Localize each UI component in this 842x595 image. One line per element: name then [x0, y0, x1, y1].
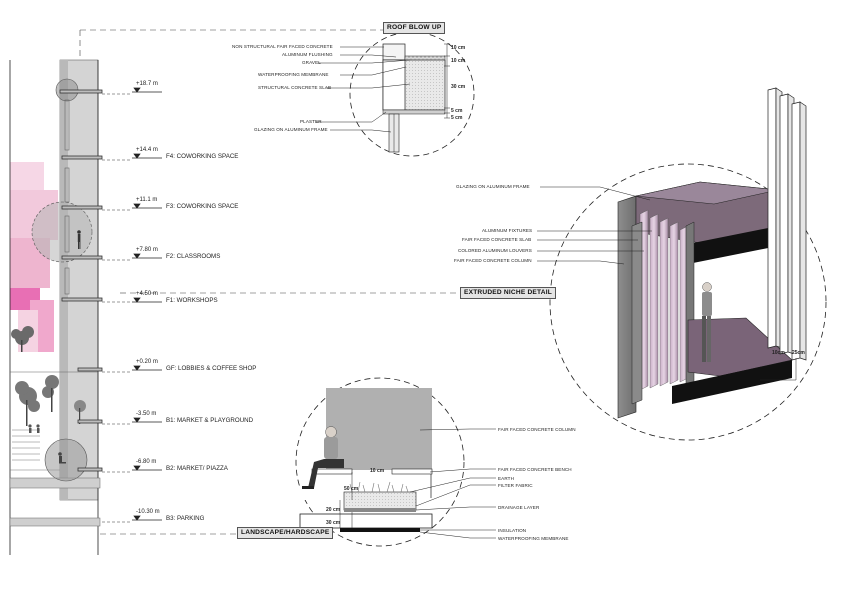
side-column	[631, 221, 643, 405]
landscape-dim: 50 cm	[344, 486, 359, 492]
roof-dim: 10 cm	[451, 58, 466, 64]
level-name: GF: LOBBIES & COFFEE SHOP	[166, 365, 257, 372]
level-name: B1: MARKET & PLAYGROUND	[166, 417, 254, 424]
building-section	[9, 59, 132, 555]
landscape-detail-title: LANDSCAPE/HARDSCAPE	[237, 527, 334, 539]
landscape-label: FAIR FACED CONCRETE COLUMN	[498, 427, 576, 432]
landscape-label: DRAINAGE LAYER	[498, 505, 540, 510]
niche-detail-title: EXTRUDED NICHE DETAIL	[460, 287, 556, 299]
level-value: +14.4 m	[136, 147, 158, 153]
level-value: +0.20 m	[136, 359, 158, 365]
seated-woman	[302, 426, 344, 489]
grass	[349, 481, 409, 493]
tree-3	[42, 375, 59, 412]
roof-label: GLAZING ON ALUMINUM FRAME	[254, 127, 328, 132]
landscape-detail-circle	[295, 377, 465, 547]
level-name: B3: PARKING	[166, 515, 205, 522]
level-marker-triangle	[133, 297, 141, 303]
level-value: +11.1 m	[136, 197, 158, 203]
floor-slabs	[59, 89, 103, 472]
niche-label: FAIR FACED CONCRETE COLUMN	[454, 258, 532, 263]
level-value: -6.80 m	[136, 459, 157, 465]
level-value: +4.50 m	[136, 291, 158, 297]
level-marker-triangle	[133, 365, 141, 371]
level-value: +18.7 m	[136, 81, 158, 87]
basement-slab	[9, 477, 101, 489]
extruded-niche-detail	[537, 87, 827, 441]
level-name: F4: COWORKING SPACE	[166, 153, 239, 160]
people-group	[28, 424, 40, 433]
niche-dim: 10cm	[772, 350, 785, 356]
standing-person	[702, 282, 712, 362]
landscape-label: FILTER FABRIC	[498, 483, 533, 488]
level-marker-triangle	[133, 203, 141, 209]
niche-label: GLAZING ON ALUMINUM FRAME	[456, 184, 530, 189]
level-value: +7.80 m	[136, 247, 158, 253]
landscape-label: EARTH	[498, 476, 514, 481]
parapet	[382, 43, 406, 61]
level-lines	[102, 93, 132, 523]
niche-label: ALUMINUM FIXTURES	[482, 228, 533, 233]
level-marker-triangle	[133, 465, 141, 471]
level-name: B2: MARKET/ PIAZZA	[166, 465, 228, 472]
roof-dim: 5 cm	[451, 108, 463, 114]
landscape-label: INSULATION	[498, 528, 527, 533]
roof-label: GRAVEL	[302, 60, 321, 65]
roof-label: ALUMINUM FLUSHING	[282, 52, 333, 57]
roof-dim: 10 cm	[451, 45, 466, 51]
roof-dim: 5 cm	[451, 115, 463, 121]
level-value: -3.50 m	[136, 411, 157, 417]
niche-label: FAIR FACED CONCRETE SLAB	[462, 237, 532, 242]
stairs	[12, 429, 40, 461]
tree-4	[74, 400, 86, 424]
bench-left	[311, 468, 353, 475]
core-column-shadow	[60, 60, 68, 500]
reference-lines	[79, 29, 460, 535]
niche-frames	[64, 99, 70, 295]
column-study	[767, 87, 807, 361]
roof-dim: 30 cm	[451, 84, 466, 90]
seated-person	[58, 452, 66, 464]
niche-dim: 25cm	[792, 350, 805, 356]
landscape-zoom-circle	[44, 438, 88, 482]
landscape-slab	[299, 513, 433, 529]
landscape-dim: 20 cm	[326, 507, 341, 513]
level-name: F2: CLASSROOMS	[166, 253, 221, 260]
pink-block-1	[10, 162, 44, 192]
level-value: -10.30 m	[136, 509, 160, 515]
level-marker-triangle	[133, 253, 141, 259]
level-markers	[132, 87, 162, 521]
niche-back-wall	[617, 195, 637, 419]
level-name: F3: COWORKING SPACE	[166, 203, 239, 210]
drainage-layer	[344, 508, 416, 512]
niche-detail-circle	[549, 163, 827, 441]
level-marker-triangle	[133, 417, 141, 423]
landscape-label: FAIR FACED CONCRETE BENCH	[498, 467, 572, 472]
person-figure	[77, 230, 81, 249]
landscape-hardscape-detail	[295, 377, 496, 547]
tree-1	[11, 326, 34, 352]
landscape-dim: 30 cm	[326, 520, 341, 526]
roof-label: STRUCTURAL CONCRETE SLAB	[258, 85, 332, 90]
roof-label: NON STRUCTURAL FAIR FACED CONCRETE	[232, 44, 333, 49]
bench-right	[391, 468, 433, 475]
roof-blow-up-detail	[316, 31, 475, 157]
roof-detail-title: ROOF BLOW UP	[383, 22, 446, 34]
plaster-layer	[382, 109, 446, 115]
niche-zoom-circle	[31, 201, 93, 263]
roof-label: WATERPROOFING MEMBRANE	[258, 72, 329, 77]
level-name: F1: WORKSHOPS	[166, 297, 218, 304]
roof-label: PLASTER	[300, 119, 322, 124]
level-marker-triangle	[133, 87, 141, 93]
landscape-dim: 10 cm	[370, 468, 385, 474]
niche-label: COLORED ALUMINUM LOUVERS	[458, 248, 532, 253]
landscape-label: WATERPROOFING MEMBRANE	[498, 536, 569, 541]
planter	[343, 491, 417, 511]
aluminum-louvers	[639, 209, 689, 391]
lower-slab	[9, 517, 101, 527]
level-marker-triangle	[133, 515, 141, 521]
tree-2	[15, 381, 40, 426]
level-marker-triangle	[133, 153, 141, 159]
